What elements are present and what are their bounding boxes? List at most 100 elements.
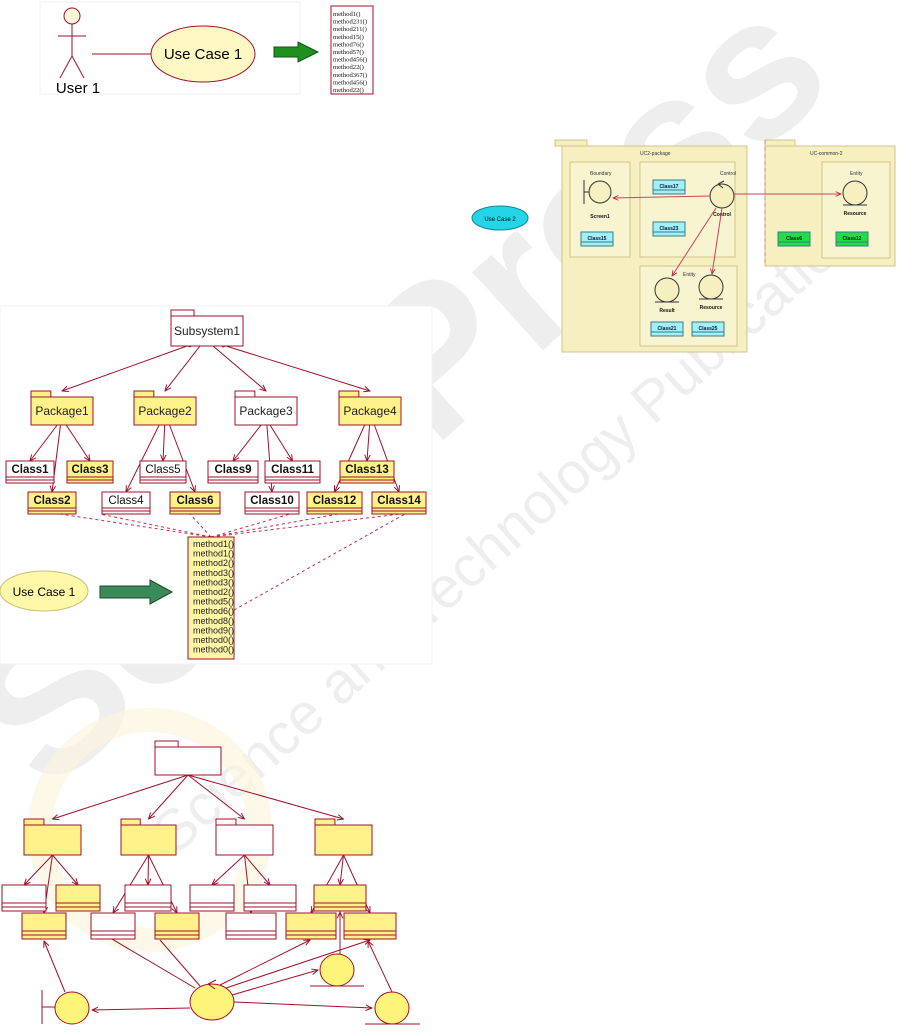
package-1-label: Package1 xyxy=(35,404,89,418)
method-list: method1()method231()method211()method15(… xyxy=(333,11,367,94)
method-item: method57() xyxy=(333,49,364,56)
use-case-ellipse xyxy=(150,25,256,83)
control-to-result-link xyxy=(672,207,717,276)
middle-method-item: method2() xyxy=(193,558,234,568)
subsystem-package: Subsystem1 xyxy=(170,309,244,347)
connector-line xyxy=(52,854,79,885)
connector-line xyxy=(92,1008,191,1010)
uc2-package-tab xyxy=(554,139,588,147)
bottom-class xyxy=(55,884,101,912)
middle-method-item: method3() xyxy=(193,568,234,578)
middle-method-item: method8() xyxy=(193,616,234,626)
right-class-label: Class17 xyxy=(660,184,679,190)
class-class11-label: Class11 xyxy=(271,464,314,476)
right-class-class12: Class12 xyxy=(835,231,869,247)
class-class5: Class5 xyxy=(139,460,187,484)
bottom-class xyxy=(1,884,47,912)
middle-method-item: method5() xyxy=(193,597,234,607)
subsystem-package-label: Subsystem1 xyxy=(174,324,240,338)
control-to-resource-link xyxy=(712,207,723,274)
connector-line xyxy=(270,425,293,461)
class-class6-label: Class6 xyxy=(176,495,213,507)
trace-line xyxy=(210,513,401,538)
actor-icon xyxy=(58,7,86,79)
class-class3-label: Class3 xyxy=(71,464,108,476)
control-group-label: Control xyxy=(720,171,736,177)
middle-use-case-label: Use Case 1 xyxy=(13,585,76,599)
middle-edges xyxy=(30,346,406,611)
middle-use-case-ellipse xyxy=(0,570,89,612)
class-class6: Class6 xyxy=(169,491,221,515)
class-class4: Class4 xyxy=(101,491,151,515)
class-class9: Class9 xyxy=(207,460,259,484)
right-class-class17: Class17 xyxy=(652,179,686,195)
package-2: Package2 xyxy=(133,390,197,426)
class-class12-label: Class12 xyxy=(313,495,356,507)
right-class-label: Class25 xyxy=(699,326,718,332)
bottom-class xyxy=(189,884,235,912)
bottom-diagram xyxy=(1,740,420,1025)
bottom-class xyxy=(21,912,67,940)
connector-line xyxy=(148,854,149,885)
control-to-boundary-link xyxy=(613,196,711,198)
connector-line xyxy=(149,774,189,819)
bottom-package-3 xyxy=(215,818,274,856)
right-class-label: Class6 xyxy=(786,236,802,242)
bottom-nodes xyxy=(1,740,420,1025)
connector-line xyxy=(44,941,66,993)
dark-green-arrow-icon xyxy=(99,579,174,605)
connector-line xyxy=(233,1001,372,1008)
middle-method-item: method1() xyxy=(193,539,234,549)
connector-line xyxy=(24,854,53,885)
bottom-class xyxy=(90,912,136,940)
right-use-case-ellipse xyxy=(471,205,529,231)
green-arrow-icon xyxy=(273,41,320,63)
middle-method-item: method9() xyxy=(193,625,234,635)
bottom-boundary-icon xyxy=(54,991,90,1025)
middle-method-item: method2() xyxy=(193,587,234,597)
bottom-class xyxy=(313,884,367,912)
connector-line xyxy=(340,854,344,885)
boundary-icon xyxy=(588,180,612,204)
common-package-label: UC-common-2 xyxy=(810,151,843,157)
entity-result-icon xyxy=(654,277,680,303)
connector-line xyxy=(165,346,200,391)
class-class14: Class14 xyxy=(371,491,427,515)
bottom-subsystem-package xyxy=(154,740,222,776)
connector-line xyxy=(170,425,196,492)
uc2-package-label: UC2-package xyxy=(640,151,671,157)
bottom-class xyxy=(243,884,297,912)
right-class-label: Class21 xyxy=(658,326,677,332)
trace-line xyxy=(233,513,406,611)
connector-line xyxy=(126,425,159,492)
entity-result-label: Result xyxy=(659,308,675,314)
middle-method-list: method1()method1()method2()method3()meth… xyxy=(187,536,235,660)
package-4-label: Package4 xyxy=(343,404,397,418)
connector-line xyxy=(53,774,189,819)
common-package-tab xyxy=(764,139,796,147)
connector-line xyxy=(368,941,393,993)
connector-line xyxy=(231,970,318,996)
connector-line xyxy=(99,931,196,989)
top-diagram: User 1 Use Case 1 method1()method231()me… xyxy=(39,1,374,97)
class-class9-label: Class9 xyxy=(214,464,251,476)
bottom-entity-icon xyxy=(319,953,355,987)
package-3-label: Package3 xyxy=(239,404,293,418)
right-class-label: Class15 xyxy=(588,236,607,242)
class-class13: Class13 xyxy=(339,460,395,484)
method-item: method367() xyxy=(333,72,367,79)
connector-line xyxy=(212,854,245,885)
middle-method-item: method1() xyxy=(193,549,234,559)
use-case-label: Use Case 1 xyxy=(164,46,242,63)
bottom-class xyxy=(343,912,397,940)
method-item: method456() xyxy=(333,57,367,64)
class-class4-label: Class4 xyxy=(108,495,144,507)
connector-line xyxy=(163,425,165,461)
connector-line xyxy=(226,346,370,391)
connector-line xyxy=(367,425,370,461)
package-3: Package3 xyxy=(234,390,298,426)
